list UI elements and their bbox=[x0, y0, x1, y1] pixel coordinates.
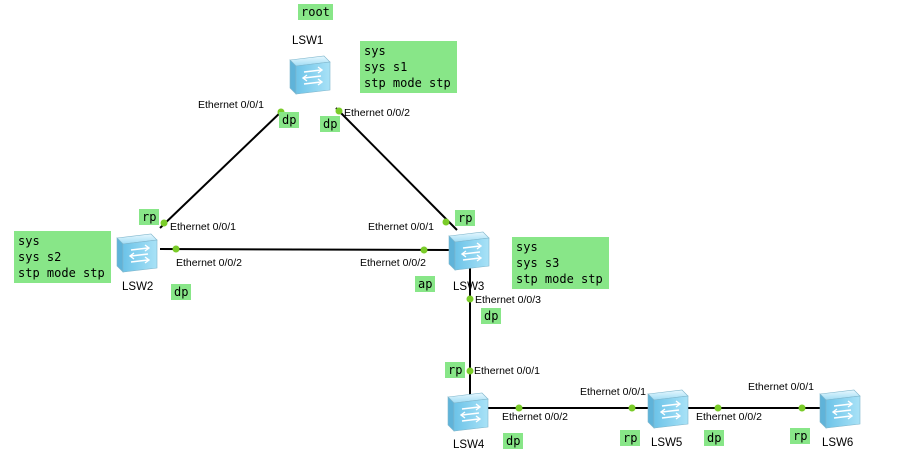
role-tag-lsw1-p2: dp bbox=[320, 116, 341, 132]
role-tag-lsw4-p1: rp bbox=[445, 362, 466, 378]
role-tag-lsw5-p1: rp bbox=[620, 430, 641, 446]
role-tag-lsw3-p2: ap bbox=[415, 276, 436, 292]
link-lsw1-lsw3 bbox=[335, 107, 458, 231]
switch-lsw6[interactable]: LSW6 bbox=[819, 389, 861, 449]
switch-icon bbox=[819, 389, 861, 429]
switch-icon bbox=[116, 233, 158, 273]
port-labels: Ethernet 0/0/1 Ethernet 0/0/2 Ethernet 0… bbox=[170, 99, 814, 423]
port-dot-lsw3-p1 bbox=[442, 218, 450, 226]
switch-lsw5[interactable]: LSW5 bbox=[647, 389, 689, 449]
port-label-lsw5-p2: Ethernet 0/0/2 bbox=[696, 411, 762, 423]
port-dot-lsw6-p1 bbox=[798, 404, 806, 412]
config-note-s2: sys sys s2 stp mode stp bbox=[14, 231, 111, 283]
port-label-lsw6-p1: Ethernet 0/0/1 bbox=[748, 381, 814, 393]
switch-name: LSW3 bbox=[453, 281, 484, 293]
links bbox=[159, 107, 823, 409]
link-lsw2-lsw3 bbox=[159, 248, 451, 251]
role-tag-lsw5-p2: dp bbox=[704, 430, 725, 446]
port-label-lsw3-p2: Ethernet 0/0/2 bbox=[360, 257, 426, 269]
root-bridge-tag: root bbox=[298, 4, 333, 20]
port-dot-lsw4-p2 bbox=[515, 404, 523, 412]
port-label-lsw4-p2: Ethernet 0/0/2 bbox=[502, 411, 568, 423]
role-tag-lsw6-p1: rp bbox=[790, 428, 811, 444]
port-dot-lsw5-p1 bbox=[628, 404, 636, 412]
switch-lsw3[interactable]: LSW3 bbox=[448, 231, 490, 293]
port-label-lsw5-p1: Ethernet 0/0/1 bbox=[580, 386, 646, 398]
port-label-lsw4-p1: Ethernet 0/0/1 bbox=[474, 365, 540, 377]
role-tag-lsw3-p1: rp bbox=[455, 210, 476, 226]
port-dot-lsw2-p1 bbox=[160, 219, 168, 227]
port-dots bbox=[160, 107, 806, 412]
switch-lsw4[interactable]: LSW4 bbox=[447, 392, 489, 451]
port-label-lsw2-p1: Ethernet 0/0/1 bbox=[170, 221, 236, 233]
switch-icon bbox=[647, 389, 689, 429]
switch-icon bbox=[447, 392, 489, 432]
switch-icon bbox=[289, 55, 331, 95]
config-note-s3: sys sys s3 stp mode stp bbox=[512, 237, 609, 289]
switch-name: LSW4 bbox=[453, 439, 485, 451]
config-note-s1: sys sys s1 stp mode stp bbox=[360, 41, 457, 93]
switch-lsw2[interactable]: LSW2 bbox=[116, 233, 158, 293]
port-dot-lsw2-p2 bbox=[172, 245, 180, 253]
port-dot-lsw3-p2 bbox=[420, 246, 428, 254]
switch-name: LSW5 bbox=[651, 437, 682, 449]
switch-icon bbox=[448, 231, 490, 271]
port-dot-lsw4-p1 bbox=[466, 367, 474, 375]
port-label-lsw1-p2: Ethernet 0/0/2 bbox=[344, 107, 410, 119]
role-tag-lsw4-p2: dp bbox=[503, 433, 524, 449]
role-tag-lsw1-p1: dp bbox=[279, 112, 300, 128]
port-dot-lsw5-p2 bbox=[714, 404, 722, 412]
switch-name: LSW6 bbox=[822, 437, 853, 449]
port-dot-lsw1-p2 bbox=[335, 107, 343, 115]
role-tag-lsw2-p1: rp bbox=[139, 209, 160, 225]
role-tag-lsw3-p3: dp bbox=[481, 308, 502, 324]
role-tag-lsw2-p2: dp bbox=[171, 284, 192, 300]
switch-lsw1[interactable]: LSW1 bbox=[289, 35, 331, 95]
port-dot-lsw3-p3 bbox=[466, 295, 474, 303]
port-label-lsw2-p2: Ethernet 0/0/2 bbox=[176, 257, 242, 269]
port-label-lsw3-p3: Ethernet 0/0/3 bbox=[475, 294, 541, 306]
port-label-lsw1-p1: Ethernet 0/0/1 bbox=[198, 99, 264, 111]
link-lsw1-lsw2 bbox=[159, 109, 284, 229]
switch-name: LSW2 bbox=[122, 281, 153, 293]
switch-name: LSW1 bbox=[292, 35, 323, 47]
port-label-lsw3-p1: Ethernet 0/0/1 bbox=[368, 221, 434, 233]
